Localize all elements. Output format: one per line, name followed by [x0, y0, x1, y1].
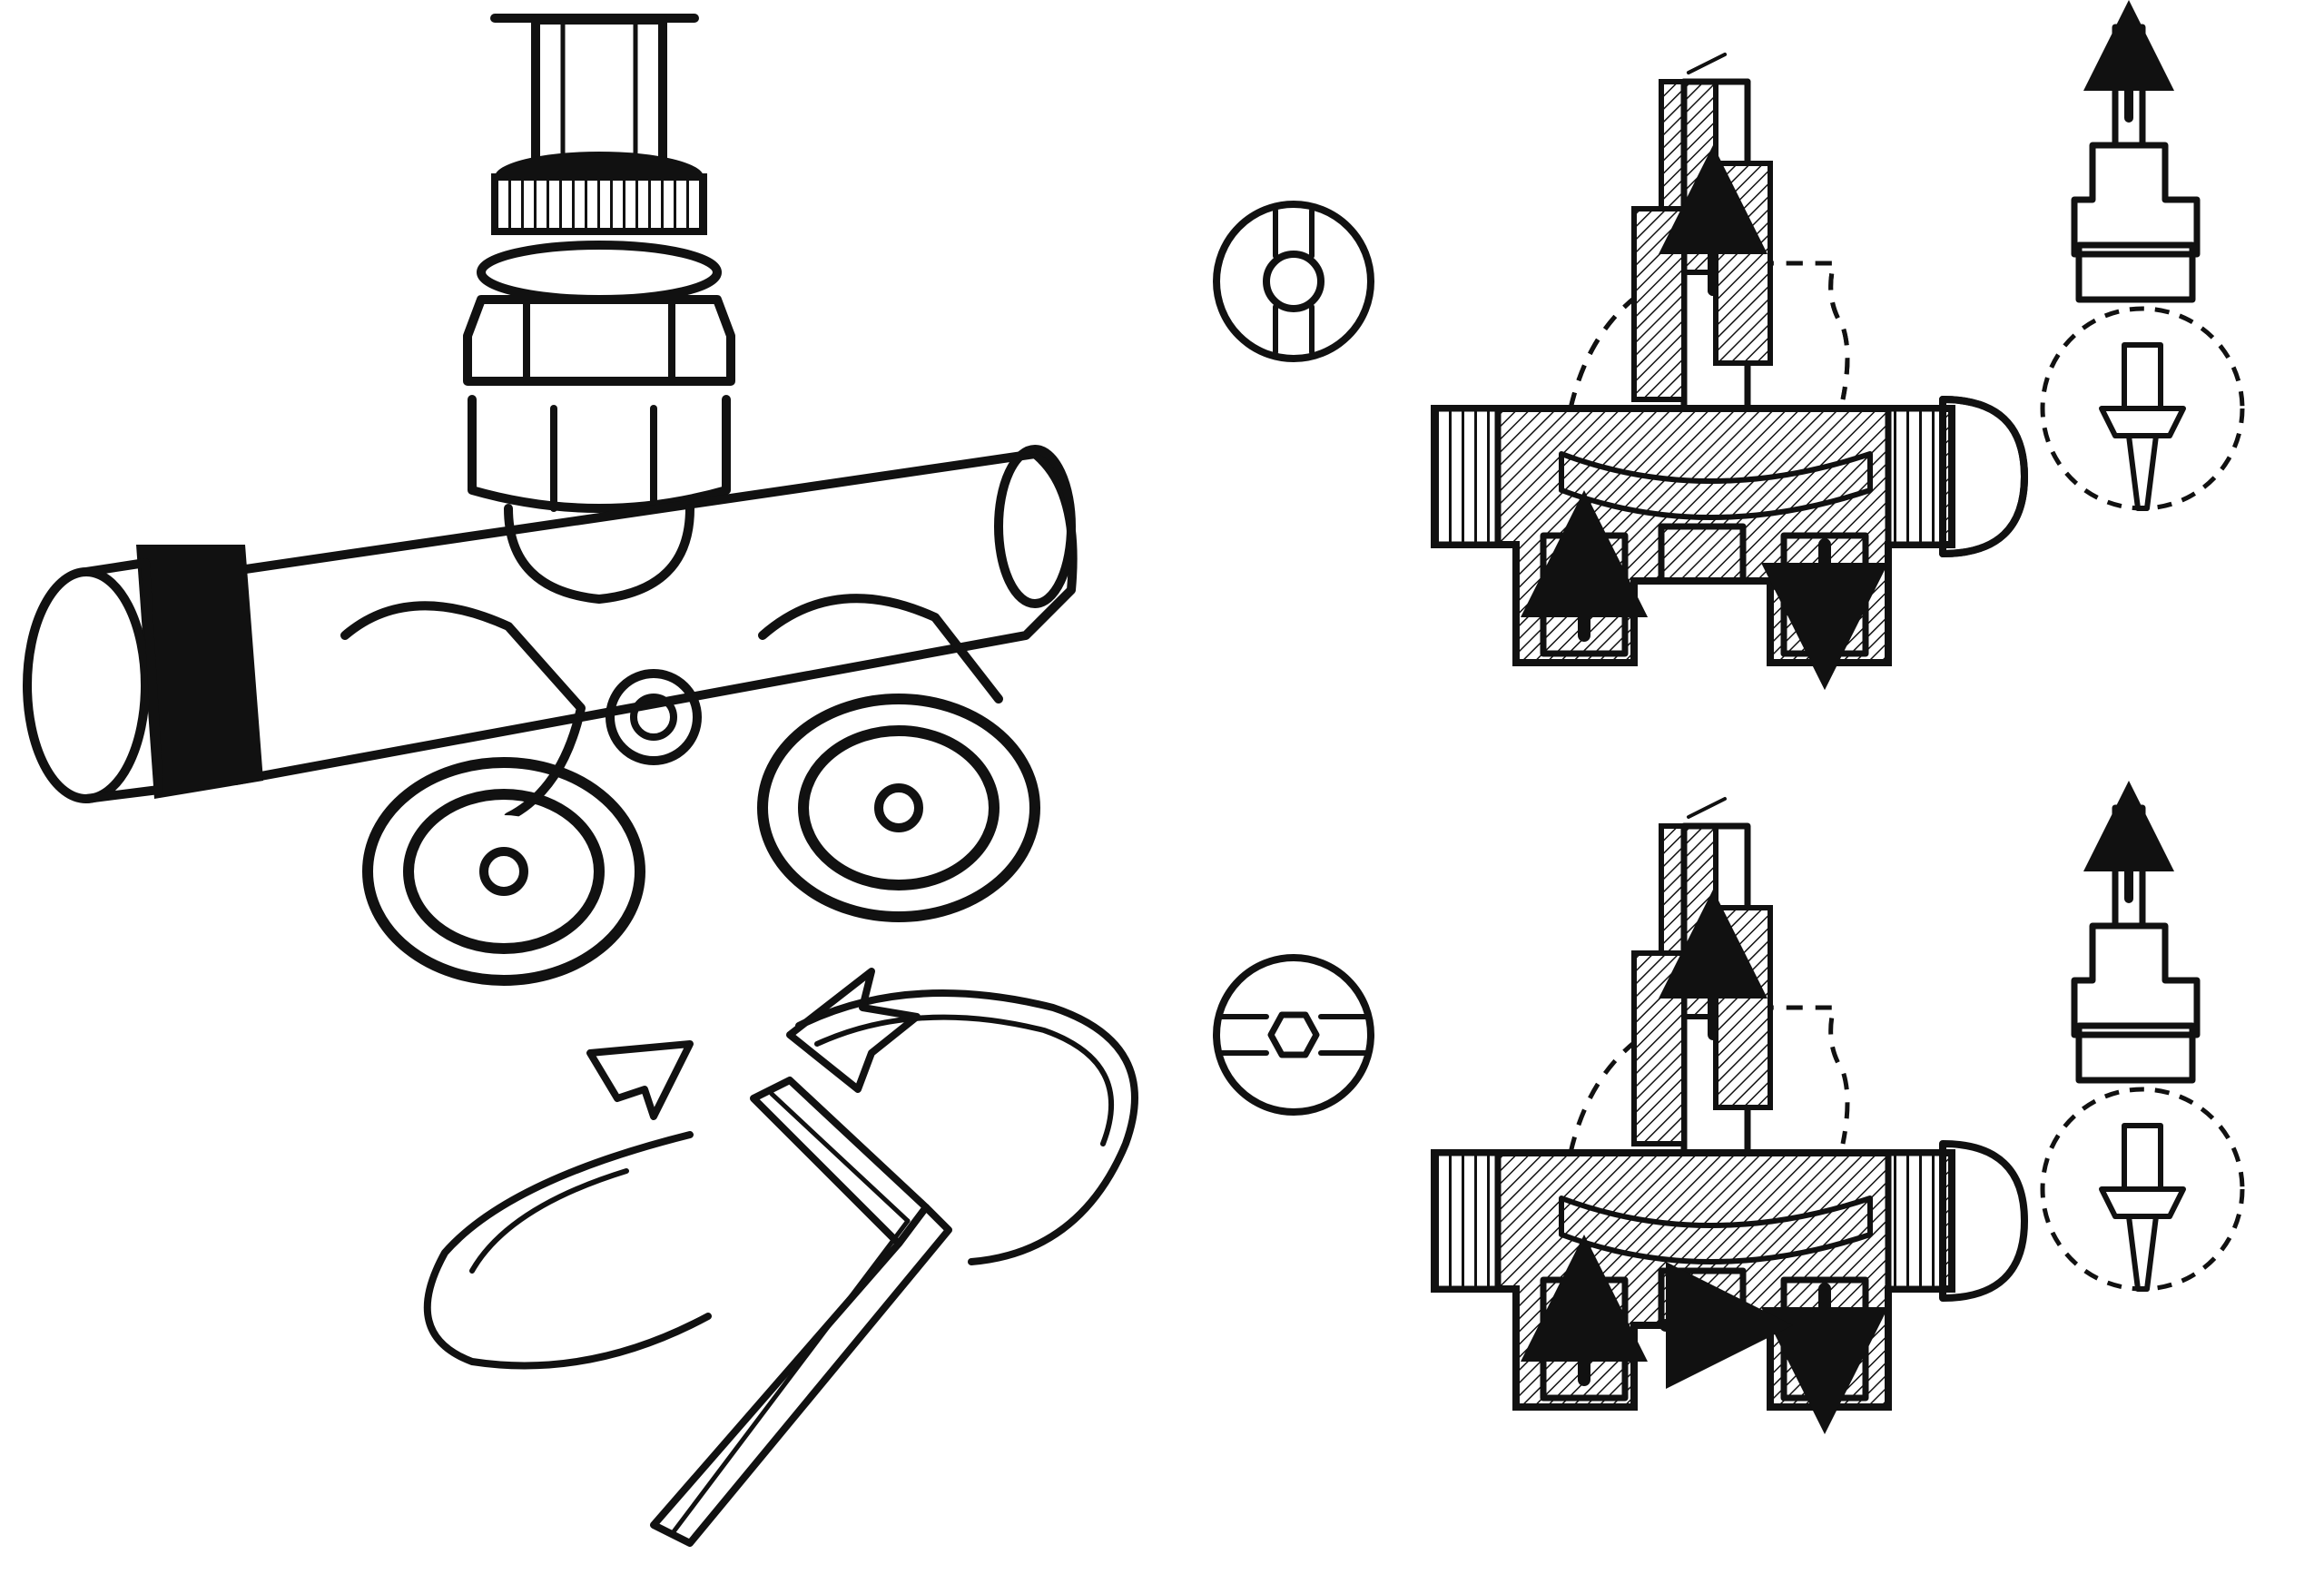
section-open — [1434, 799, 2024, 1407]
end-cap — [23, 545, 263, 803]
section-closed — [1434, 54, 2024, 663]
indicator-closed — [1213, 201, 1374, 362]
right-port — [757, 594, 1040, 922]
insert-detail — [2040, 0, 2245, 511]
left-port — [340, 601, 645, 986]
supply-pipe — [490, 14, 699, 170]
insert-detail-open — [2043, 808, 2242, 1289]
valve-body — [222, 445, 1078, 785]
threaded-collar — [477, 152, 722, 304]
hex-key-icon — [650, 1077, 952, 1547]
union-nut — [463, 295, 735, 513]
center-screw — [606, 669, 702, 765]
hex-key-rotation — [423, 968, 1138, 1547]
valve-assembly — [23, 14, 1078, 986]
indicator-open — [1213, 954, 1374, 1116]
rotation-arrow-upper — [786, 968, 1138, 1265]
rotation-arrow-lower — [423, 1040, 712, 1370]
